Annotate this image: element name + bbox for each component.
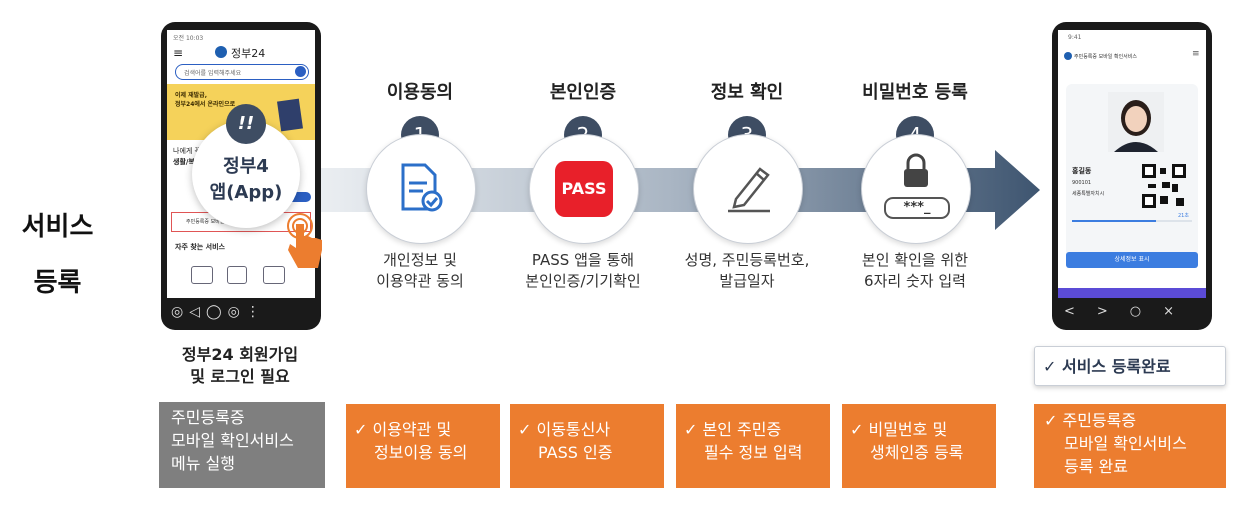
right-box-line2: 모바일 확인서비스 xyxy=(1064,434,1187,453)
qr-code-icon xyxy=(1142,164,1186,208)
right-box-line1: ✓ 주민등록증 xyxy=(1044,411,1137,430)
app-bubble: !! 정부4 앱(App) xyxy=(192,104,300,228)
left-caption-line2: 및 로그인 필요 xyxy=(190,367,290,386)
step3-box-line1: ✓ 본인 주민증 xyxy=(684,420,782,439)
step2-circle: PASS xyxy=(529,134,639,244)
step2-box-line1: ✓ 이동통신사 xyxy=(518,420,611,439)
id-photo xyxy=(1108,92,1164,152)
service-icon-3[interactable] xyxy=(263,266,285,284)
id-name: 홍길동 xyxy=(1072,167,1092,175)
left-caption-line1: 정부24 회원가입 xyxy=(181,345,299,364)
banner-line2: 정부24에서 온라인으로 xyxy=(175,101,236,108)
search-input[interactable]: 검색어를 입력해주세요 xyxy=(175,64,309,80)
right-gov-logo-icon xyxy=(1064,52,1072,60)
flow-arrow xyxy=(305,150,1040,230)
right-footer-strip xyxy=(1058,288,1206,298)
row-label: 서비스 등록 xyxy=(0,205,115,305)
right-phone: 9:41 주민등록증 모바일 확인서비스 ≡ 홍길동 900101 세종특별자치… xyxy=(1052,22,1212,330)
bubble-mark: !! xyxy=(226,104,266,144)
step1-desc-line2: 이용약관 동의 xyxy=(376,272,464,290)
step3-box-line2: 필수 정보 입력 xyxy=(704,443,803,462)
complete-badge: ✓ 서비스 등록완료 xyxy=(1034,346,1226,386)
search-placeholder: 검색어를 입력해주세요 xyxy=(184,70,242,77)
step2-desc-line2: 본인인증/기기확인 xyxy=(525,272,641,290)
step3-circle xyxy=(693,134,803,244)
step1-box-line1: ✓ 이용약관 및 xyxy=(354,420,452,439)
right-nav-icons[interactable]: <>○× xyxy=(1064,304,1197,319)
left-box-line2: 모바일 확인서비스 xyxy=(171,431,294,450)
left-box-line3: 메뉴 실행 xyxy=(171,454,235,473)
bubble-line1: 정부4 xyxy=(223,156,269,177)
step2-desc: PASS 앱을 통해 본인인증/기기확인 xyxy=(498,250,668,292)
right-menu-icon[interactable]: ≡ xyxy=(1192,49,1200,59)
timer-label: 21초 xyxy=(1178,213,1189,219)
step3-desc-line1: 성명, 주민등록번호, xyxy=(684,251,810,269)
step3-desc-line2: 발급일자 xyxy=(719,272,775,290)
left-box-line1: 주민등록증 xyxy=(171,408,245,427)
greeting: 나에게 꼭 xyxy=(173,147,201,155)
right-title: 주민등록증 모바일 확인서비스 xyxy=(1074,54,1137,60)
step2-box-line2: PASS 인증 xyxy=(538,443,613,462)
frequent-label: 자주 찾는 서비스 xyxy=(175,243,225,251)
right-phone-screen: 9:41 주민등록증 모바일 확인서비스 ≡ 홍길동 900101 세종특별자치… xyxy=(1058,30,1206,298)
document-check-icon xyxy=(401,163,443,212)
step4-circle: ***_ xyxy=(861,134,971,244)
greeting2: 생활/복지 xyxy=(173,158,202,166)
step1-box: ✓ 이용약관 및 정보이용 동의 xyxy=(346,404,500,488)
step2-title: 본인인증 xyxy=(549,82,617,103)
right-info-box: ✓ 주민등록증 모바일 확인서비스 등록 완료 xyxy=(1034,404,1226,488)
pin-field-icon: ***_ xyxy=(884,197,950,219)
gov-logo-icon xyxy=(215,46,227,58)
hamburger-icon[interactable]: ≡ xyxy=(173,46,184,60)
step1-box-line2: 정보이용 동의 xyxy=(374,443,468,462)
app-name: 정부24 xyxy=(231,47,266,60)
step1-desc: 개인정보 및 이용약관 동의 xyxy=(335,250,505,292)
banner-line1: 이제 재발급, xyxy=(175,92,207,99)
timer-fill xyxy=(1072,220,1156,222)
step4-box-line1: ✓ 비밀번호 및 xyxy=(850,420,948,439)
nav-bar-icons[interactable]: ◎◁◯◎⋮ xyxy=(171,304,266,320)
step2-desc-line1: PASS 앱을 통해 xyxy=(531,251,635,269)
step1-circle xyxy=(366,134,476,244)
step1-title: 이용동의 xyxy=(386,82,454,103)
lock-icon xyxy=(904,153,928,187)
id-number: 900101 xyxy=(1072,180,1092,186)
right-status-time: 9:41 xyxy=(1068,34,1082,41)
id-card: 홍길동 900101 세종특별자치시 21초 xyxy=(1066,84,1198,264)
step3-title: 정보 확인 xyxy=(710,82,784,103)
pen-write-icon xyxy=(728,167,770,213)
step3-desc: 성명, 주민등록번호, 발급일자 xyxy=(662,250,832,292)
row-label-line2: 등록 xyxy=(33,268,82,298)
pass-logo-icon: PASS xyxy=(555,161,613,217)
timer-bar xyxy=(1072,220,1192,222)
step4-desc-line1: 본인 확인을 위한 xyxy=(861,251,969,269)
step4-desc-line2: 6자리 숫자 입력 xyxy=(864,272,966,290)
row-label-line1: 서비스 xyxy=(21,212,94,242)
detail-button[interactable]: 상세정보 표시 xyxy=(1066,252,1198,268)
service-icon-2[interactable] xyxy=(227,266,247,284)
step4-box-line2: 생체인증 등록 xyxy=(870,443,964,462)
left-info-box: 주민등록증 모바일 확인서비스 메뉴 실행 xyxy=(159,402,325,488)
search-icon[interactable] xyxy=(295,66,306,77)
service-icon-1[interactable] xyxy=(191,266,213,284)
menu-highlight-label: 주민등록증 모바일 확인서비스 xyxy=(186,219,249,225)
id-issuer: 세종특별자치시 xyxy=(1072,191,1105,197)
step4-desc: 본인 확인을 위한 6자리 숫자 입력 xyxy=(830,250,1000,292)
step1-desc-line1: 개인정보 및 xyxy=(383,251,457,269)
left-caption: 정부24 회원가입 및 로그인 필요 xyxy=(140,344,340,388)
step2-box: ✓ 이동통신사 PASS 인증 xyxy=(510,404,664,488)
status-time: 오전 10:03 xyxy=(173,35,204,42)
id-card-image xyxy=(277,98,303,132)
step4-box: ✓ 비밀번호 및 생체인증 등록 xyxy=(842,404,996,488)
right-box-line3: 등록 완료 xyxy=(1064,457,1128,476)
step3-box: ✓ 본인 주민증 필수 정보 입력 xyxy=(676,404,830,488)
hand-pointer-icon xyxy=(287,213,322,268)
bubble-line2: 앱(App) xyxy=(209,182,283,203)
step4-title: 비밀번호 등록 xyxy=(862,82,968,103)
